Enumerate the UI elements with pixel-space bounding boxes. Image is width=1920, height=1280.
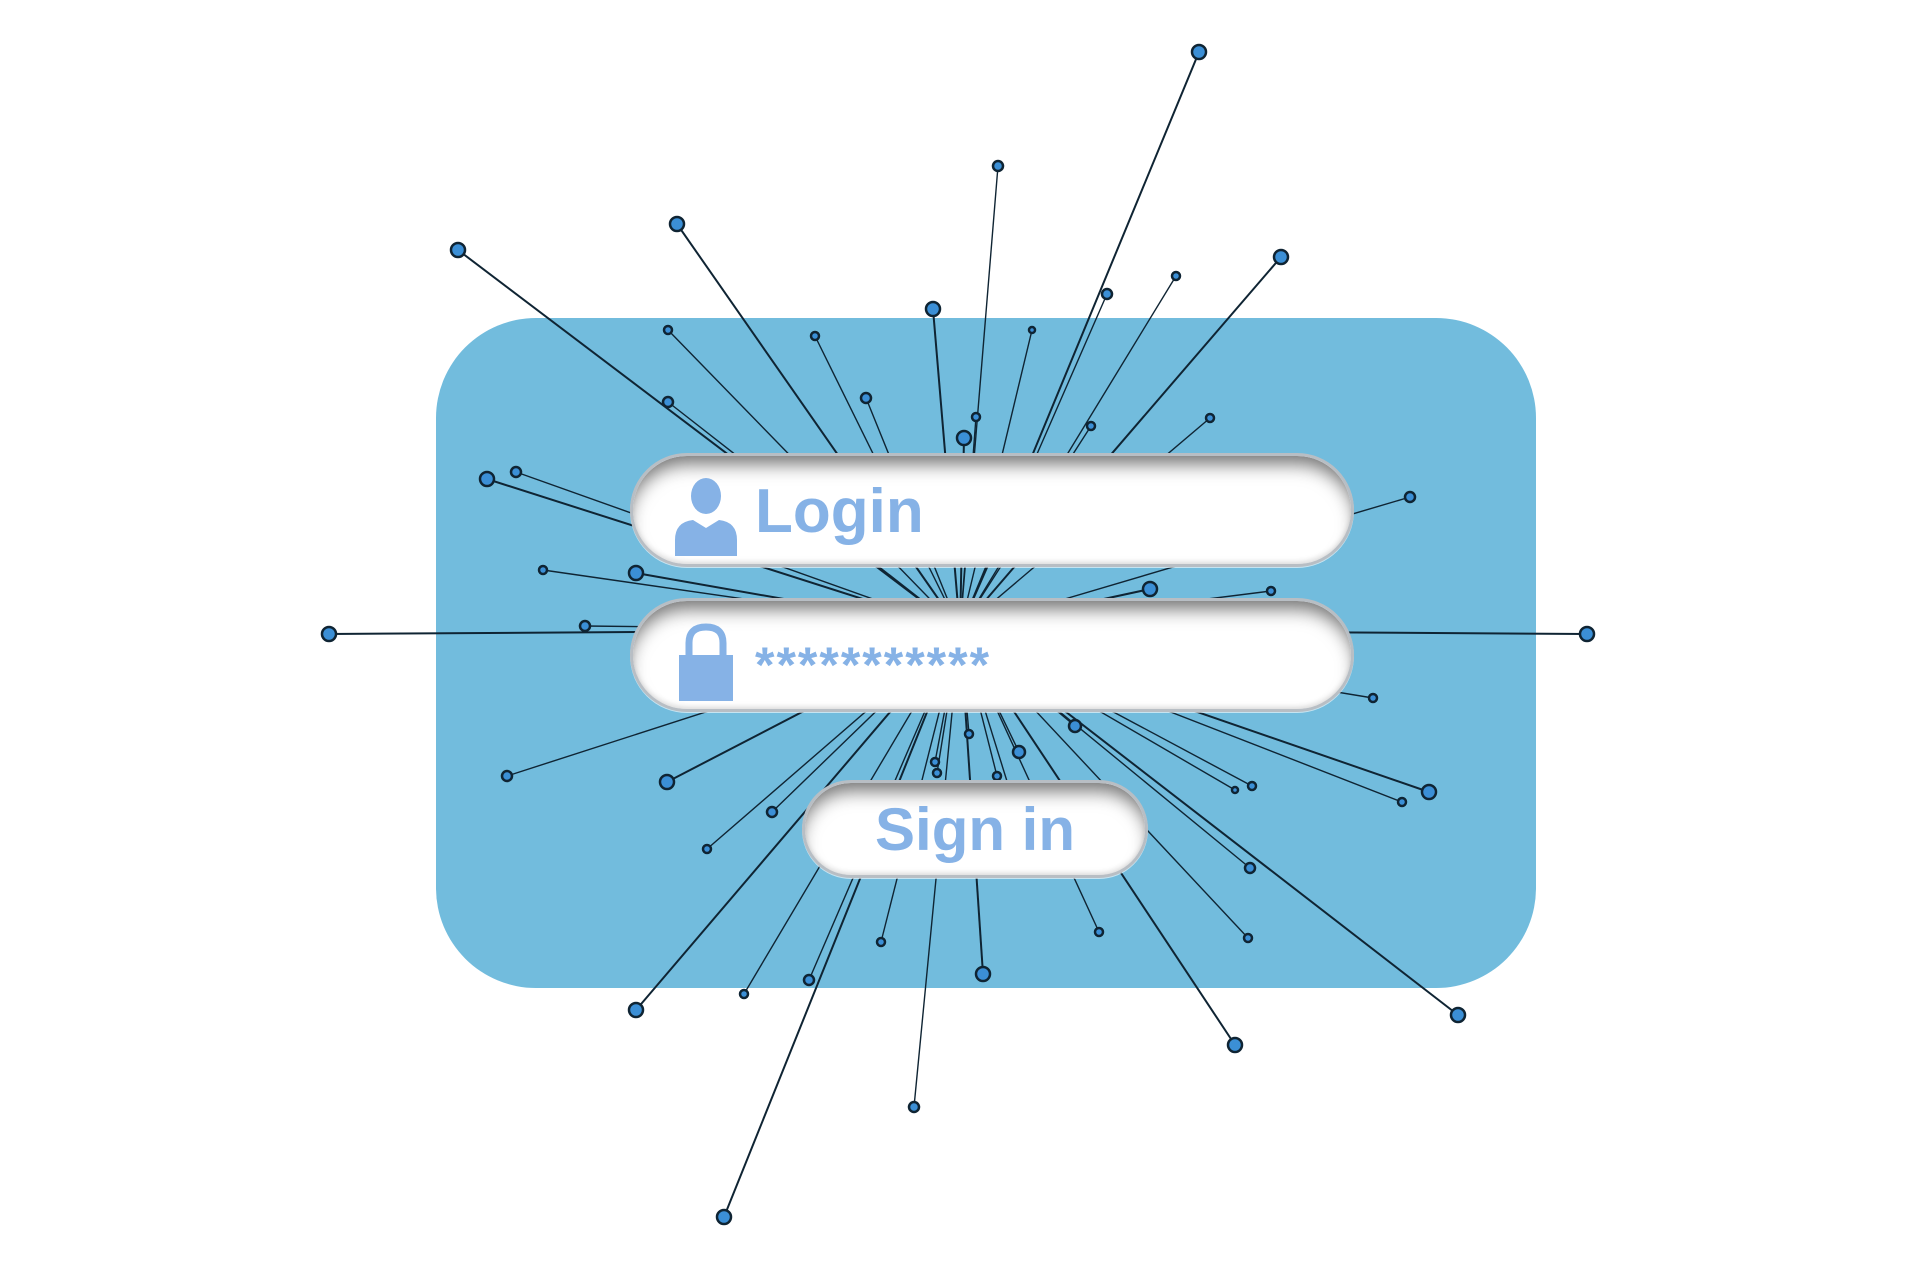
network-node [809, 330, 821, 342]
network-node [449, 241, 467, 259]
network-node [661, 395, 675, 409]
network-node [1011, 744, 1027, 760]
username-value: Login [755, 477, 924, 546]
network-node [802, 973, 816, 987]
network-node [1265, 585, 1277, 597]
network-node [991, 770, 1003, 782]
network-node [715, 1208, 733, 1226]
network-node [1230, 785, 1240, 795]
network-node [991, 159, 1005, 173]
network-node [1027, 325, 1037, 335]
sign-in-button[interactable]: Sign in [802, 780, 1148, 878]
network-node [1093, 926, 1105, 938]
network-node [1403, 490, 1417, 504]
network-node [662, 324, 674, 336]
network-node [765, 805, 779, 819]
network-node [738, 988, 750, 1000]
network-node [509, 465, 523, 479]
network-node [1100, 287, 1114, 301]
network-node [970, 411, 982, 423]
network-node [1085, 420, 1097, 432]
network-node [701, 843, 713, 855]
network-node [1170, 270, 1182, 282]
network-node [500, 769, 514, 783]
network-node [627, 1001, 645, 1019]
network-node [1226, 1036, 1244, 1054]
network-node [668, 215, 686, 233]
network-node [1449, 1006, 1467, 1024]
network-node [955, 429, 973, 447]
network-line [959, 256, 1282, 631]
network-node [478, 470, 496, 488]
network-node [1367, 692, 1379, 704]
network-node [1141, 580, 1159, 598]
network-node [1067, 718, 1083, 734]
network-line [457, 249, 961, 631]
network-node [931, 767, 943, 779]
network-line [676, 223, 961, 631]
network-node [627, 564, 645, 582]
network-node [578, 619, 592, 633]
network-node [907, 1100, 921, 1114]
network-node [924, 300, 942, 318]
network-node [1242, 932, 1254, 944]
network-node [1578, 625, 1596, 643]
network-node [1243, 861, 1257, 875]
user-icon [675, 478, 737, 556]
password-field[interactable]: *********** [630, 598, 1354, 712]
username-field[interactable]: Login [630, 453, 1354, 567]
lock-icon [679, 623, 733, 701]
network-line [723, 629, 961, 1218]
network-node [875, 936, 887, 948]
network-node [1272, 248, 1290, 266]
network-node [537, 564, 549, 576]
network-node [974, 965, 992, 983]
network-node [963, 728, 975, 740]
network-node [320, 625, 338, 643]
network-node [658, 773, 676, 791]
network-node [859, 391, 873, 405]
network-node [1204, 412, 1216, 424]
network-node [1246, 780, 1258, 792]
sign-in-label: Sign in [875, 796, 1075, 863]
network-node [1396, 796, 1408, 808]
network-node [1420, 783, 1438, 801]
password-value: *********** [755, 637, 992, 693]
network-node [929, 756, 941, 768]
network-node [1190, 43, 1208, 61]
